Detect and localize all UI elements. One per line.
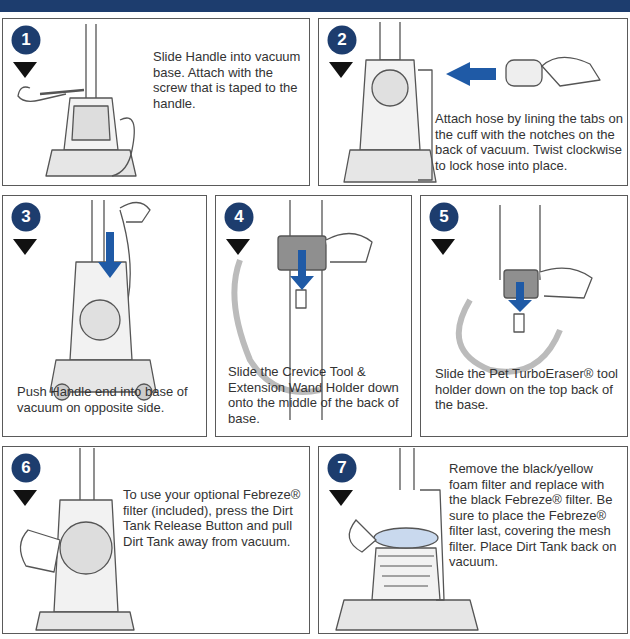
dirt-tank [60, 522, 112, 574]
hand [326, 233, 372, 262]
hand [540, 268, 592, 298]
step-panel: 6 To use your optional Febreze® filter (i… [2, 446, 310, 634]
step-number: 1 [11, 25, 41, 55]
header-band [0, 0, 630, 12]
vacuum-base [344, 150, 436, 182]
step-panel: 7 Remove the black/yellow foam filter and… [318, 446, 628, 634]
step-panel: 3Push Handle end into base of vacuum on … [2, 195, 207, 437]
handle [500, 205, 540, 280]
step-circle-shape [430, 203, 459, 232]
instruction-text: Slide the Crevice Tool & Extension Wand … [228, 364, 408, 426]
step-number: 4 [224, 202, 254, 232]
hose-mount [418, 70, 432, 180]
step-number-text: 2 [327, 25, 357, 55]
hand [120, 202, 150, 222]
motion-arrow [290, 250, 314, 290]
step-number: 5 [429, 202, 459, 232]
vacuum-base [46, 150, 136, 176]
vacuum-base [336, 600, 478, 630]
screwdriver [40, 90, 84, 94]
step-panel: 2Attach hose by lining the tabs on the c… [318, 18, 628, 186]
hand [20, 530, 60, 572]
hose [112, 118, 134, 176]
step-circle-shape [12, 26, 41, 55]
instruction-text: Slide the Pet TurboEraser® tool holder d… [435, 366, 625, 413]
mesh-filter [378, 556, 434, 586]
step-number: 6 [11, 453, 41, 483]
step-pointer [431, 239, 455, 255]
dirt-tank [372, 548, 440, 600]
step-circle-shape [328, 454, 357, 483]
step-pointer [13, 490, 37, 506]
step-number: 3 [11, 202, 41, 232]
handle [92, 200, 104, 262]
step-pointer [329, 490, 353, 506]
instruction-text: Attach hose by lining the tabs on the cu… [435, 111, 625, 173]
step-number-text: 4 [224, 202, 254, 232]
step-panel: 1Slide Handle into vacuum base. Attach w… [2, 18, 310, 186]
handle [80, 448, 94, 500]
step-circle-shape [12, 203, 41, 232]
instruction-text: Slide Handle into vacuum base. Attach wi… [153, 49, 303, 111]
handle [400, 448, 414, 490]
step-pointer [329, 62, 353, 78]
hose [459, 300, 560, 372]
hand [349, 520, 376, 552]
step-number-text: 3 [11, 202, 41, 232]
handle [86, 24, 96, 98]
vacuum-body [64, 98, 118, 150]
step-number-text: 6 [11, 453, 41, 483]
vacuum-base [36, 612, 134, 630]
motion-arrow [446, 62, 496, 86]
mount-slot [514, 314, 524, 332]
handle [380, 22, 400, 60]
mount-slot [296, 290, 306, 308]
vacuum-body [360, 60, 420, 150]
motion-arrow [508, 282, 532, 312]
hose-cuff [506, 60, 542, 86]
step-circle-shape [225, 203, 254, 232]
febreze-filter [374, 528, 438, 548]
step-panel: 5Slide the Pet TurboEraser® tool holder … [420, 195, 628, 437]
step-pointer [13, 239, 37, 255]
instruction-text: Push Handle end into base of vacuum on o… [17, 384, 205, 415]
step-number-text: 1 [11, 25, 41, 55]
step-number: 7 [327, 453, 357, 483]
dirt-tank [72, 106, 110, 140]
step-number-text: 7 [327, 453, 357, 483]
step-number: 2 [327, 25, 357, 55]
step-pointer [226, 239, 250, 255]
step-pointer [13, 62, 37, 78]
filter-housing [80, 300, 120, 340]
instruction-text: To use your optional Febreze® filter (in… [123, 487, 305, 549]
step-panel: 4Slide the Crevice Tool & Extension Wand… [215, 195, 412, 437]
step-circle-shape [12, 454, 41, 483]
instruction-text: Remove the black/yellow foam filter and … [449, 461, 625, 570]
vacuum-body [54, 500, 118, 612]
motion-arrow [98, 232, 122, 278]
step-number-text: 5 [429, 202, 459, 232]
filter-housing [372, 70, 408, 106]
hand [542, 57, 600, 86]
step-circle-shape [328, 26, 357, 55]
vacuum-body [70, 262, 132, 360]
